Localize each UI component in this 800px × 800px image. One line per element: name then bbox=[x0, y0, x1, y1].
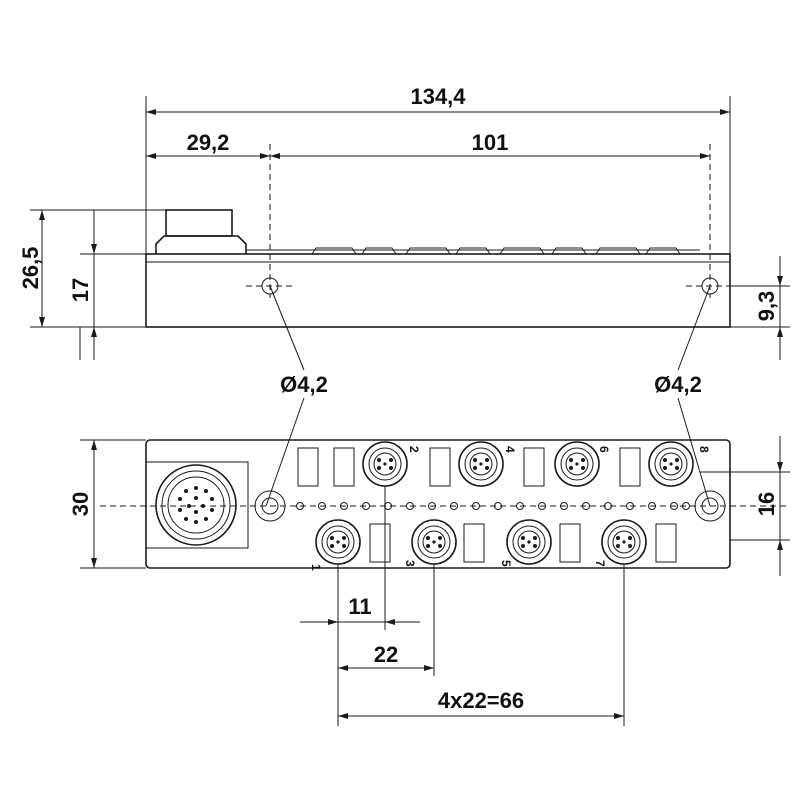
port-label-3: 3 bbox=[403, 560, 417, 567]
side-port-bumps bbox=[246, 247, 700, 255]
dim-total-length: 134,4 bbox=[410, 84, 466, 109]
port-1 bbox=[315, 519, 361, 565]
port-6 bbox=[554, 441, 600, 487]
dim-hole-diameter-right: Ø4,2 bbox=[654, 372, 702, 397]
label-windows-top bbox=[297, 447, 641, 487]
dim-pitch-total: 4x22=66 bbox=[438, 688, 524, 713]
port-2 bbox=[362, 441, 408, 487]
port-label-1: 1 bbox=[309, 564, 323, 571]
port-3 bbox=[411, 519, 457, 565]
dim-offset-left: 29,2 bbox=[187, 130, 230, 155]
port-label-4: 4 bbox=[503, 446, 517, 453]
port-label-8: 8 bbox=[697, 446, 711, 453]
dim-total-height: 26,5 bbox=[18, 247, 43, 290]
label-windows-bottom bbox=[369, 523, 677, 563]
side-view bbox=[145, 209, 734, 328]
dim-height-lines bbox=[30, 209, 166, 360]
top-view: 1 2 3 4 5 6 7 8 bbox=[100, 439, 790, 571]
leader-left-bottom bbox=[265, 397, 305, 507]
leader-right-bottom bbox=[677, 397, 711, 507]
port-label-2: 2 bbox=[407, 446, 421, 453]
side-main-connector bbox=[155, 235, 247, 254]
port-label-7: 7 bbox=[593, 560, 607, 567]
port-label-6: 6 bbox=[597, 446, 611, 453]
dim-width-lines bbox=[80, 439, 146, 569]
port-5 bbox=[506, 519, 552, 565]
main-connector-housing bbox=[145, 461, 249, 549]
dim-pitch-half: 11 bbox=[348, 594, 371, 619]
leader-left-top bbox=[269, 285, 305, 371]
dim-width: 30 bbox=[68, 492, 93, 516]
dim-hole-offset: 16 bbox=[754, 492, 779, 516]
port-7 bbox=[601, 519, 647, 565]
top-body bbox=[145, 439, 731, 569]
pitch-extension-lines bbox=[337, 486, 625, 726]
leader-right-top bbox=[677, 285, 711, 371]
top-extension-lines bbox=[145, 96, 731, 298]
dim-body-height: 17 bbox=[68, 278, 93, 302]
dim-hole-height: 9,3 bbox=[754, 291, 779, 322]
dim-hole-diameter-left: Ø4,2 bbox=[280, 372, 328, 397]
main-connector-pins bbox=[178, 486, 214, 524]
port-label-5: 5 bbox=[499, 560, 513, 567]
dim-pitch: 22 bbox=[374, 642, 398, 667]
dim-hole-spacing: 101 bbox=[472, 130, 509, 155]
dim-hole-offset-lines bbox=[700, 436, 790, 576]
port-8 bbox=[648, 441, 694, 487]
side-body bbox=[145, 253, 731, 328]
dim-hole-height-lines bbox=[730, 256, 790, 360]
port-4 bbox=[458, 441, 504, 487]
